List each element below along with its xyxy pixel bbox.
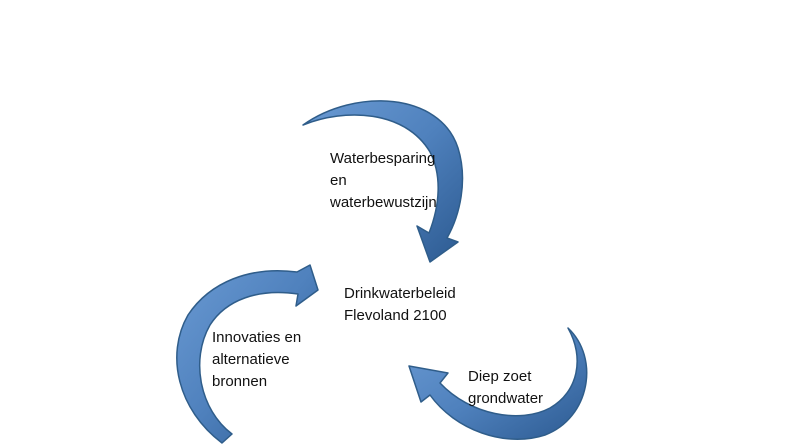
cycle-item-innovations: Innovaties en alternatieve bronnen: [212, 327, 301, 393]
cycle-item-water-saving-line-3: waterbewustzijn: [330, 194, 437, 211]
cycle-item-innovations-line-3: bronnen: [212, 373, 268, 390]
cycle-item-innovations-line-1: Innovaties en: [212, 329, 302, 346]
cycle-arrow-top: [302, 100, 464, 263]
cycle-item-innovations-line-2: alternatieve: [212, 351, 290, 368]
center-label-line-1: Drinkwaterbeleid: [344, 285, 456, 302]
cycle-item-water-saving: Waterbesparing en waterbewustzijn: [330, 148, 437, 214]
cycle-arrow-bottom-right: [408, 327, 588, 440]
cycle-item-groundwater-line-2: grondwater: [468, 390, 544, 407]
cycle-item-water-saving-line-1: Waterbesparing: [330, 150, 436, 167]
cycle-arrow-left: [176, 264, 319, 444]
center-label: Drinkwaterbeleid Flevoland 2100: [344, 283, 456, 327]
cycle-item-groundwater-line-1: Diep zoet: [468, 368, 532, 385]
center-label-line-2: Flevoland 2100: [344, 307, 447, 324]
cycle-item-groundwater: Diep zoet grondwater: [468, 366, 543, 410]
cycle-item-water-saving-line-2: en: [330, 172, 347, 189]
